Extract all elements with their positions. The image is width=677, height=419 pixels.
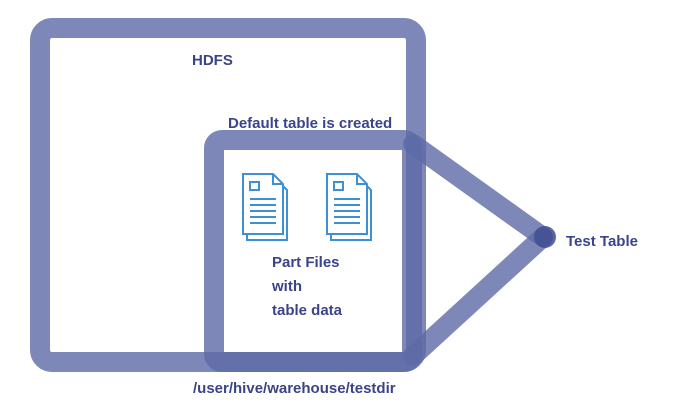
part-files-label: Part Files with table data [272, 251, 342, 323]
part-files-line: Part Files [272, 254, 340, 271]
default-table-label: Default table is created [228, 115, 393, 132]
test-table-label: Test Table [566, 233, 638, 250]
document-icon [326, 173, 372, 241]
document-icon [242, 173, 288, 241]
connector-lower [403, 227, 553, 366]
connector-upper [403, 134, 553, 247]
part-files-line: table data [272, 302, 343, 319]
hdfs-label: HDFS [192, 52, 233, 69]
part-files-line: with [272, 278, 302, 295]
test-table-node [534, 226, 556, 248]
default-table-container [204, 130, 422, 372]
warehouse-path-label: /user/hive/warehouse/testdir [193, 380, 396, 397]
